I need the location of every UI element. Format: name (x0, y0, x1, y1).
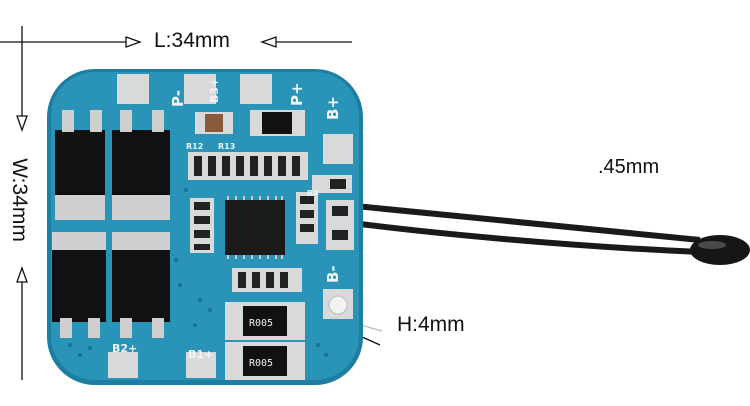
controller-chip (225, 200, 285, 255)
resistor-marking-bottom: R005 (249, 358, 273, 369)
mosfet-group (52, 110, 170, 338)
wire-dimension-label: .45mm (598, 156, 660, 178)
silk-r13: R13 (218, 142, 235, 151)
silk-b-minus: B- (324, 265, 342, 283)
silk-b-plus: B+ (324, 96, 342, 120)
silk-b2-plus: B2+ (112, 342, 137, 355)
pcb-board (47, 69, 363, 385)
silk-b3-plus: B3+ (208, 78, 221, 103)
silk-p-plus: P+ (288, 82, 306, 106)
width-dimension-label: W:34mm (8, 158, 31, 242)
thermistor-wire (344, 202, 750, 265)
silk-p-minus: P- (169, 90, 187, 107)
silk-r12: R12 (186, 142, 203, 151)
silk-b1-plus: B1+ (188, 348, 213, 361)
height-dimension-label: H:4mm (397, 313, 465, 336)
resistor-marking-top: R005 (249, 318, 273, 329)
sense-resistors (225, 302, 305, 380)
length-dimension-label: L:34mm (154, 29, 230, 52)
silk-r4: R4 (307, 189, 319, 198)
